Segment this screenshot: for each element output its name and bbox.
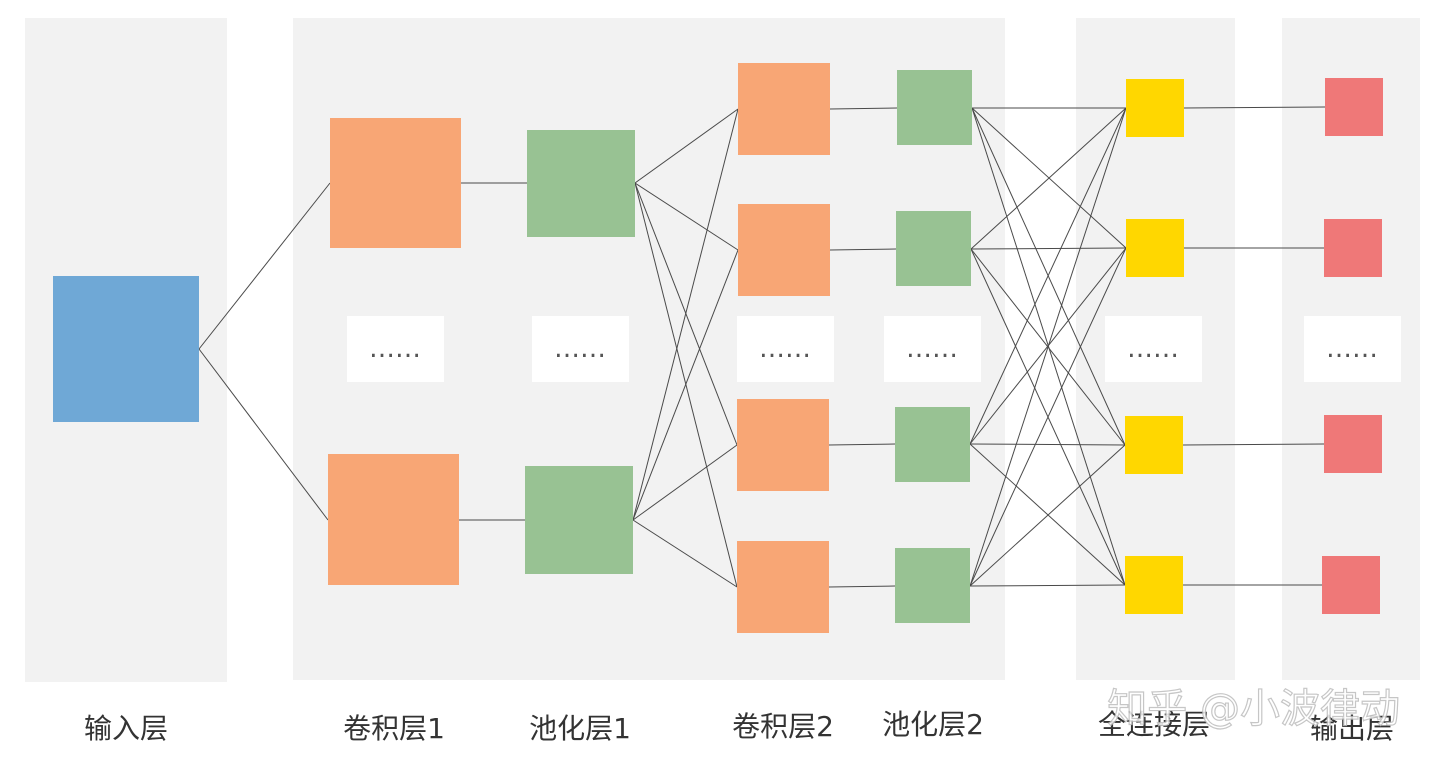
- layer-labels: 输入层 卷积层1 池化层1 卷积层2 池化层2 全连接层 输出层: [84, 708, 1394, 745]
- ellipsis-row: …… …… …… …… …… ……: [347, 316, 1401, 382]
- pool2-node-4: [895, 548, 970, 623]
- output-node-1: [1325, 78, 1383, 136]
- pool2-node-2: [896, 211, 971, 286]
- conv2-node-1: [738, 63, 830, 155]
- fc-node-2: [1126, 219, 1184, 277]
- connection-line-2: [198, 348, 329, 521]
- output-node-2: [1324, 219, 1382, 277]
- label-conv2-layer: 卷积层2: [732, 710, 834, 743]
- watermark: 知乎 @小波律动: [1107, 686, 1400, 732]
- pool2-layer-nodes: [895, 70, 972, 623]
- connection-line-29: [969, 107, 1127, 587]
- input-layer-nodes: [53, 276, 199, 422]
- ellipsis-box-pool1: [532, 316, 629, 382]
- ellipsis-box-output: [1304, 316, 1401, 382]
- connection-line-6: [634, 182, 739, 251]
- connection-line-14: [829, 248, 897, 251]
- label-pool2-layer: 池化层2: [882, 708, 984, 741]
- conv2-layer-nodes: [737, 63, 830, 633]
- connection-line-12: [632, 519, 738, 588]
- ellipsis-fc: ……: [1127, 334, 1179, 364]
- ellipsis-pool1: ……: [554, 334, 606, 364]
- connection-line-5: [634, 108, 739, 184]
- conv1-layer-nodes: [328, 118, 461, 585]
- ellipsis-box-fc: [1105, 316, 1202, 382]
- connection-line-15: [828, 443, 896, 446]
- connection-line-9: [632, 108, 739, 521]
- fc-node-4: [1125, 556, 1183, 614]
- label-conv1-layer: 卷积层1: [343, 712, 445, 745]
- connection-line-22: [970, 247, 1127, 250]
- fc-layer-nodes: [1125, 79, 1184, 614]
- connection-line-19: [971, 107, 1126, 446]
- pool2-node-3: [895, 407, 970, 482]
- connection-line-30: [969, 247, 1127, 587]
- label-input-layer: 输入层: [84, 712, 168, 745]
- ellipsis-output: ……: [1326, 334, 1378, 364]
- connection-line-25: [969, 107, 1127, 445]
- label-pool1-layer: 池化层1: [529, 712, 631, 745]
- pool1-node-2: [525, 466, 633, 574]
- conv2-node-4: [737, 541, 829, 633]
- pool1-node-1: [527, 130, 635, 237]
- fc-node-1: [1126, 79, 1184, 137]
- connection-line-16: [828, 585, 896, 588]
- fc-node-3: [1125, 416, 1183, 474]
- connection-line-13: [829, 107, 898, 110]
- input-node: [53, 276, 199, 422]
- connection-line-10: [632, 249, 739, 521]
- connection-line-11: [632, 444, 738, 521]
- output-node-3: [1324, 415, 1382, 473]
- connection-line-21: [970, 107, 1127, 250]
- connection-line-32: [969, 584, 1126, 587]
- connection-line-28: [969, 443, 1126, 586]
- conv2-node-2: [738, 204, 830, 296]
- ellipsis-box-pool2: [884, 316, 981, 382]
- pool2-node-1: [897, 70, 972, 145]
- conv1-node-2: [328, 454, 459, 585]
- ellipsis-pool2: ……: [906, 334, 958, 364]
- ellipsis-box-conv1: [347, 316, 444, 382]
- conv2-node-3: [737, 399, 829, 491]
- label-output-layer: 输出层: [1310, 712, 1394, 745]
- ellipsis-conv1: ……: [369, 334, 421, 364]
- ellipsis-conv2: ……: [759, 334, 811, 364]
- connection-line-31: [969, 444, 1126, 587]
- connection-line-27: [969, 443, 1126, 446]
- output-node-4: [1322, 556, 1380, 614]
- conv1-node-1: [330, 118, 461, 248]
- ellipsis-box-conv2: [737, 316, 834, 382]
- output-layer-nodes: [1322, 78, 1383, 614]
- connection-line-1: [198, 182, 331, 350]
- connection-line-35: [1182, 443, 1325, 446]
- label-fc-layer: 全连接层: [1098, 708, 1210, 741]
- connection-lines: [198, 106, 1326, 588]
- pool1-layer-nodes: [525, 130, 635, 574]
- connection-line-33: [1183, 106, 1326, 109]
